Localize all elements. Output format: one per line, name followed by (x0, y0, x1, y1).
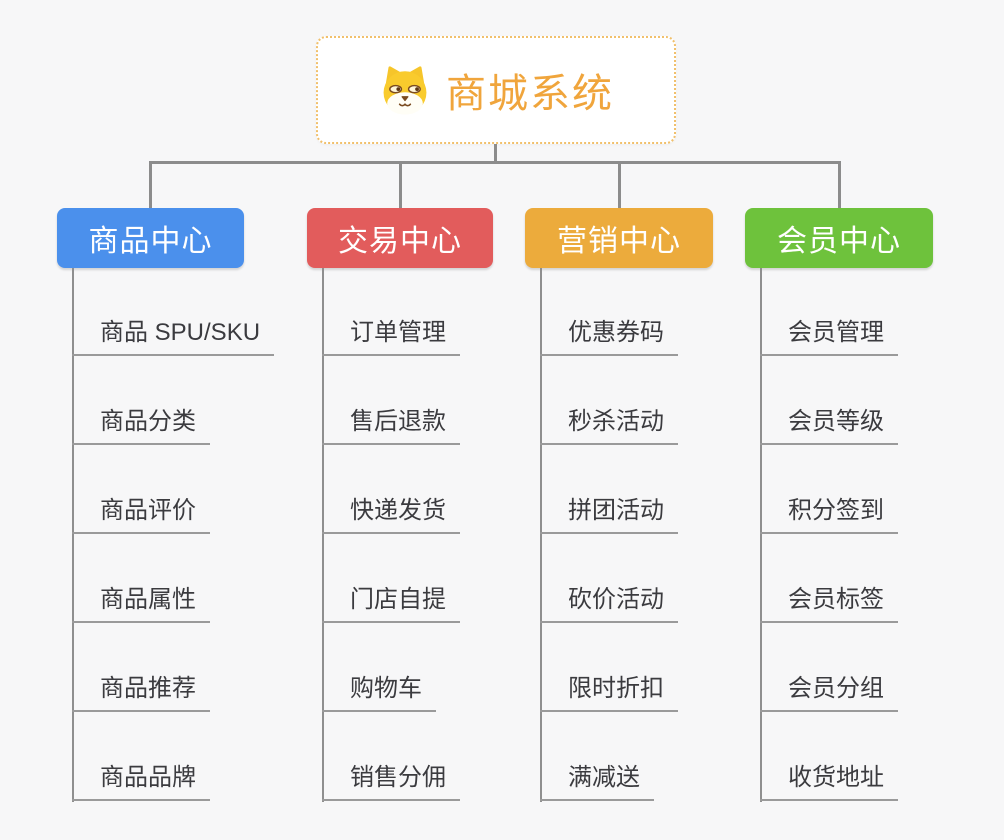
dog-icon (383, 66, 427, 115)
root-title: 商城系统 (446, 72, 614, 116)
branch-header-product[interactable]: 商品中心 (57, 208, 244, 268)
tree-item[interactable]: 商品品牌 (72, 763, 210, 801)
branch-column-member: 会员管理会员等级积分签到会员标签会员分组收货地址 (760, 268, 1000, 808)
branch-column-product: 商品 SPU/SKU 商品分类商品评价商品属性商品推荐商品品牌 (72, 268, 312, 808)
tree-item[interactable]: 商品推荐 (72, 674, 210, 712)
branch-drop-line (149, 161, 152, 208)
tree-item[interactable]: 会员管理 (760, 318, 898, 356)
branch-spine-line (760, 268, 762, 802)
tree-item[interactable]: 满减送 (540, 763, 654, 801)
branch-spine-line (322, 268, 324, 802)
branch-header-trade[interactable]: 交易中心 (307, 208, 493, 268)
tree-item[interactable]: 积分签到 (760, 496, 898, 534)
tree-item[interactable]: 砍价活动 (540, 585, 678, 623)
tree-item[interactable]: 商品属性 (72, 585, 210, 623)
tree-item[interactable]: 订单管理 (322, 318, 460, 356)
root-connector-line (494, 144, 497, 162)
tree-item[interactable]: 门店自提 (322, 585, 460, 623)
root-node[interactable]: 商城系统 (316, 36, 676, 144)
tree-item[interactable]: 限时折扣 (540, 674, 678, 712)
tree-item[interactable]: 会员等级 (760, 407, 898, 445)
tree-item[interactable]: 秒杀活动 (540, 407, 678, 445)
tree-item[interactable]: 商品 SPU/SKU (72, 318, 275, 356)
branch-bus-line (149, 161, 841, 164)
branch-header-member[interactable]: 会员中心 (745, 208, 933, 268)
tree-item[interactable]: 收货地址 (760, 763, 898, 801)
branch-header-marketing[interactable]: 营销中心 (525, 208, 713, 268)
tree-item[interactable]: 售后退款 (322, 407, 460, 445)
tree-item[interactable]: 商品评价 (72, 496, 210, 534)
branch-drop-line (838, 161, 841, 208)
branch-spine-line (72, 268, 74, 802)
tree-item[interactable]: 会员分组 (760, 674, 898, 712)
branch-column-marketing: 优惠券码秒杀活动拼团活动砍价活动限时折扣满减送 (540, 268, 780, 808)
tree-item[interactable]: 销售分佣 (322, 763, 460, 801)
tree-item[interactable]: 购物车 (322, 674, 436, 712)
branch-drop-line (399, 161, 402, 208)
branch-drop-line (618, 161, 621, 208)
branch-spine-line (540, 268, 542, 802)
tree-item[interactable]: 快递发货 (322, 496, 460, 534)
tree-item[interactable]: 优惠券码 (540, 318, 678, 356)
tree-item[interactable]: 商品分类 (72, 407, 210, 445)
tree-item[interactable]: 拼团活动 (540, 496, 678, 534)
tree-item[interactable]: 会员标签 (760, 585, 898, 623)
branch-column-trade: 订单管理售后退款快递发货门店自提购物车销售分佣 (322, 268, 562, 808)
